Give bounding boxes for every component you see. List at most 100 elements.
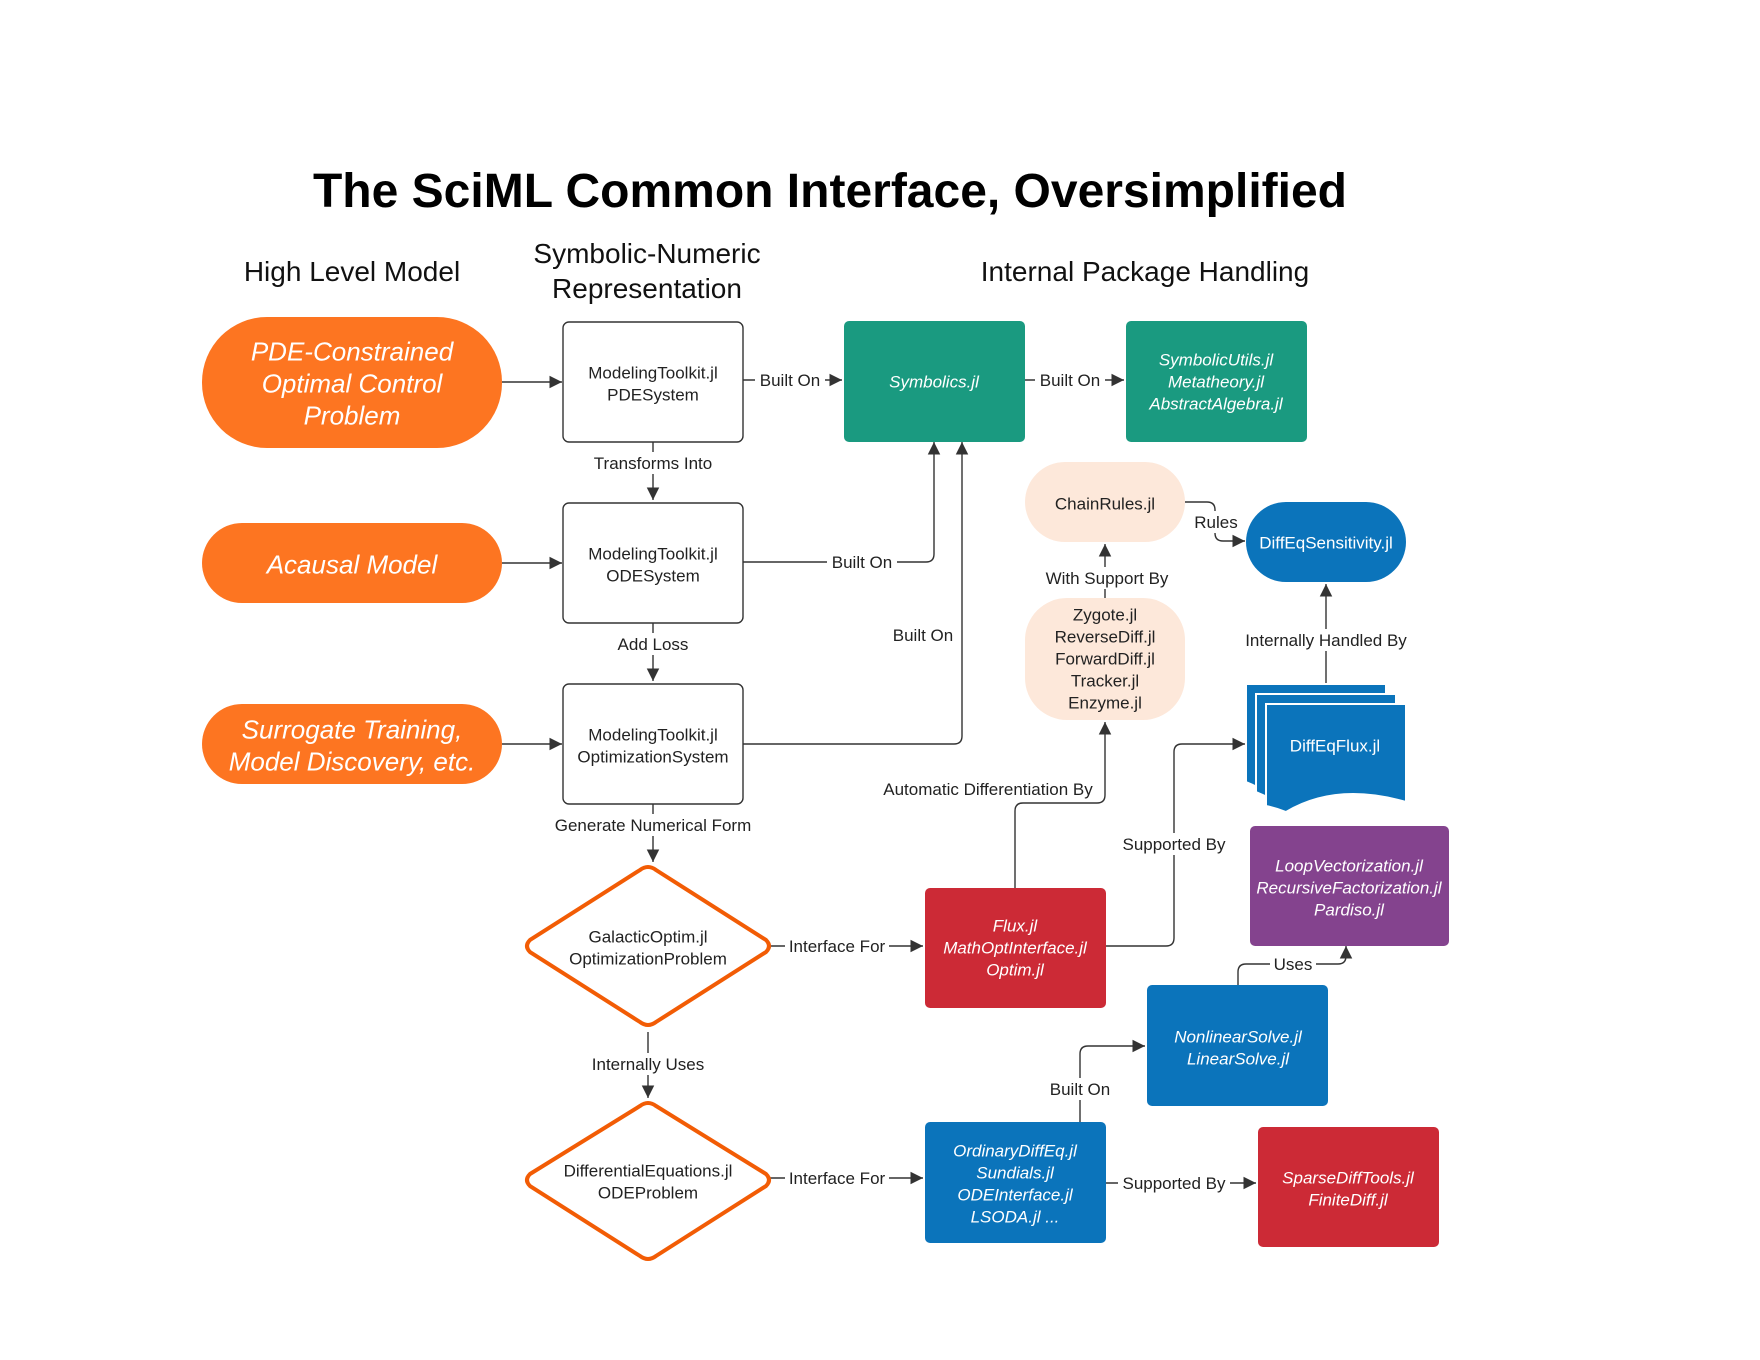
node-text-line: ODESystem: [606, 566, 700, 585]
node-text-line: Acausal Model: [265, 550, 439, 580]
node-diffeqflux-text: DiffEqFlux.jl: [1290, 736, 1380, 755]
edge-opt-built-on-symbolics: [743, 442, 969, 745]
label-internally-uses: Internally Uses: [592, 1055, 704, 1074]
label-interface-for-diffeq: Interface For: [789, 1169, 886, 1188]
node-text-line: Optim.jl: [986, 960, 1045, 979]
node-text-line: Metatheory.jl: [1168, 372, 1265, 391]
node-diffeqflux: DiffEqFlux.jl: [1245, 683, 1407, 814]
node-text-line: Pardiso.jl: [1314, 900, 1385, 919]
node-diffeqsens-text: DiffEqSensitivity.jl: [1259, 533, 1393, 552]
node-text-line: Model Discovery, etc.: [229, 747, 476, 777]
label-built-on-ordinary: Built On: [1050, 1080, 1110, 1099]
node-text-line: ModelingToolkit.jl: [588, 725, 717, 744]
column-header-internal: Internal Package Handling: [981, 256, 1309, 287]
label-supported-by-flux: Supported By: [1122, 835, 1226, 854]
edge-ode-built-on-symbolics: [743, 442, 941, 563]
node-text-line: DiffEqFlux.jl: [1290, 736, 1380, 755]
node-text-line: ForwardDiff.jl: [1055, 649, 1155, 668]
node-text-line: DiffEqSensitivity.jl: [1259, 533, 1393, 552]
node-text-line: Problem: [304, 401, 401, 431]
node-text-line: ODEProblem: [598, 1183, 698, 1202]
column-header-high-level: High Level Model: [244, 256, 460, 287]
page-title: The SciML Common Interface, Oversimplifi…: [313, 165, 1347, 218]
node-text-line: Flux.jl: [993, 916, 1039, 935]
node-text-line: RecursiveFactorization.jl: [1256, 878, 1442, 897]
label-add-loss: Add Loss: [618, 635, 689, 654]
node-text-line: Sundials.jl: [976, 1163, 1055, 1182]
node-text-line: PDESystem: [607, 385, 699, 404]
node-text-line: OrdinaryDiffEq.jl: [953, 1141, 1078, 1160]
node-symbolics: Symbolics.jl: [844, 321, 1025, 442]
node-diffeqsensitivity: DiffEqSensitivity.jl: [1246, 502, 1406, 582]
edge-automatic-diff-by: [1014, 722, 1112, 888]
edge-labels: Transforms Into Add Loss Generate Numeri…: [550, 369, 1412, 1194]
node-text-line: ModelingToolkit.jl: [588, 544, 717, 563]
node-text-line: Surrogate Training,: [242, 715, 463, 745]
label-uses: Uses: [1274, 955, 1313, 974]
node-text-line: SparseDiffTools.jl: [1282, 1168, 1415, 1187]
label-generate-numerical: Generate Numerical Form: [555, 816, 752, 835]
label-rules: Rules: [1194, 513, 1237, 532]
node-text-line: ReverseDiff.jl: [1055, 627, 1156, 646]
node-text-line: AbstractAlgebra.jl: [1148, 394, 1283, 413]
node-text-line: Enzyme.jl: [1068, 693, 1142, 712]
node-text-line: LinearSolve.jl: [1187, 1049, 1290, 1068]
node-chainrules: ChainRules.jl: [1025, 462, 1185, 542]
node-symbolics-text: Symbolics.jl: [889, 372, 980, 391]
node-text-line: PDE-Constrained: [251, 337, 455, 367]
node-text-line: LoopVectorization.jl: [1275, 856, 1424, 875]
node-text-line: OptimizationProblem: [569, 949, 727, 968]
node-text-line: GalacticOptim.jl: [588, 927, 707, 946]
node-text-line: SymbolicUtils.jl: [1159, 350, 1275, 369]
node-text-line: MathOptInterface.jl: [943, 938, 1088, 957]
node-acausal-model: Acausal Model: [202, 523, 502, 603]
node-surrogate-text: Surrogate Training,Model Discovery, etc.: [229, 715, 476, 777]
label-transforms-into: Transforms Into: [594, 454, 712, 473]
node-text-line: ODEInterface.jl: [957, 1185, 1073, 1204]
label-built-on-symbolics: Built On: [1040, 371, 1100, 390]
label-built-on-pde: Built On: [760, 371, 820, 390]
node-text-line: DifferentialEquations.jl: [564, 1161, 733, 1180]
label-with-support-by: With Support By: [1046, 569, 1169, 588]
node-chainrules-text: ChainRules.jl: [1055, 494, 1155, 513]
column-header-symbolic-line1: Symbolic-Numeric: [533, 238, 760, 269]
node-text-line: OptimizationSystem: [577, 747, 728, 766]
node-surrogate-training: Surrogate Training,Model Discovery, etc.: [202, 704, 502, 784]
node-text-line: Optimal Control: [262, 369, 444, 399]
node-text-line: LSODA.jl ...: [971, 1207, 1060, 1226]
label-built-on-ode: Built On: [832, 553, 892, 572]
node-text-line: NonlinearSolve.jl: [1174, 1027, 1303, 1046]
label-interface-for-galactic: Interface For: [789, 937, 886, 956]
label-automatic-diff-by: Automatic Differentiation By: [883, 780, 1093, 799]
node-text-line: ChainRules.jl: [1055, 494, 1155, 513]
edge-ordinary-built-on-nonlinear: [1079, 1039, 1145, 1122]
label-internally-handled-by: Internally Handled By: [1245, 631, 1407, 650]
